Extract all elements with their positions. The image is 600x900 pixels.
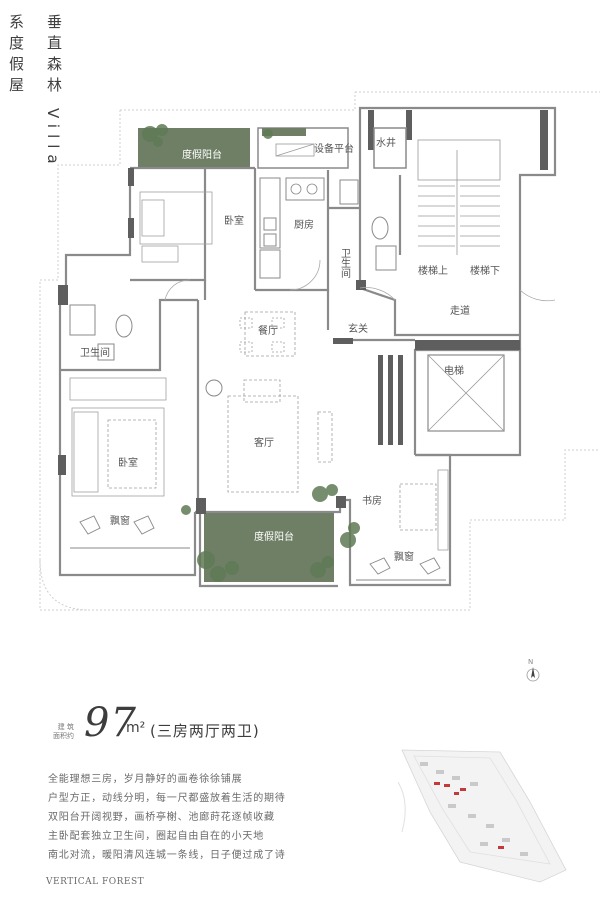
desc-line-1: 全能理想三房，岁月静好的画卷徐徐铺展: [48, 774, 243, 785]
area-unit: m²: [126, 720, 146, 736]
desc-line-5: 南北对流，暖阳清风连城一条线，日子便过成了诗: [48, 850, 286, 861]
desc-line-4: 主卧配套独立卫生间，圈起自由自在的小天地: [48, 831, 264, 842]
vertical-title-col2: 垂直森林: [45, 14, 63, 98]
room-bay-right: 飘窗: [394, 550, 414, 563]
area-value: 97: [84, 700, 137, 746]
room-bay-left: 飘窗: [110, 514, 130, 527]
room-corridor: 走道: [450, 304, 470, 317]
room-bathroom-left: 卫生间: [80, 346, 110, 359]
desc-line-2: 户型方正，动线分明，每一尺都盛放着生活的期待: [48, 793, 286, 804]
site-map-thumbnail: [397, 749, 567, 883]
room-study: 书房: [362, 494, 382, 507]
vertical-title-col1: 系度假屋: [7, 14, 25, 98]
layout-type: (三房两厅两卫): [150, 722, 260, 740]
room-equipment: 设备平台: [314, 142, 354, 155]
brand-name: VERTICAL FOREST: [46, 877, 145, 887]
site-outline: [39, 91, 600, 611]
area-label-line1: 建 筑: [57, 723, 74, 731]
area-label-line2: 面积约: [53, 732, 74, 740]
desc-line-3: 双阳台开阔视野，画桥亭榭、池廊莳花逐帧收藏: [48, 812, 275, 823]
room-kitchen: 厨房: [294, 218, 314, 231]
room-entrance: 玄关: [348, 322, 368, 335]
area-label: 建 筑 面积约: [44, 723, 74, 741]
room-water-well: 水井: [376, 136, 396, 149]
room-bedroom-top: 卧室: [224, 214, 244, 227]
room-living: 客厅: [254, 436, 274, 449]
vertical-title-latin: Villa: [44, 108, 62, 170]
north-arrow-icon: [526, 667, 540, 682]
room-bedroom-left: 卧室: [118, 456, 138, 469]
floor-plan: 度假阳台 设备平台 水井 卧室 厨房 卫生间 楼梯上 楼梯下 走道 餐厅 玄关 …: [39, 91, 600, 611]
room-bathroom-mid: 卫生间: [339, 248, 351, 279]
svg-text:卫生间: 卫生间: [339, 248, 351, 279]
room-stair-down: 楼梯下: [470, 264, 500, 277]
room-stair-up: 楼梯上: [418, 264, 448, 277]
compass-label: N: [528, 658, 534, 666]
room-elevator: 电梯: [444, 364, 464, 377]
room-balcony-bottom: 度假阳台: [254, 530, 294, 543]
room-dining: 餐厅: [258, 324, 278, 337]
room-balcony-top: 度假阳台: [182, 148, 222, 161]
